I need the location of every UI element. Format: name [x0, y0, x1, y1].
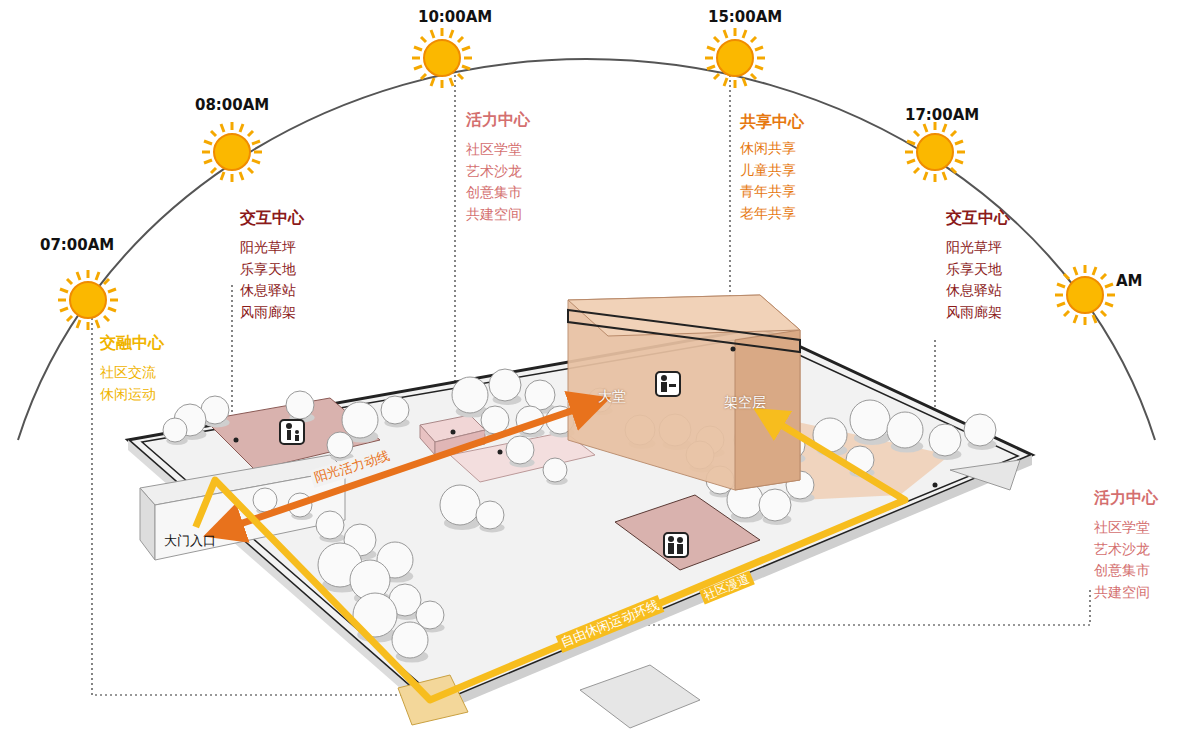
tree: [543, 458, 567, 482]
tree: [759, 489, 791, 521]
tree: [506, 436, 534, 464]
zone-heading: 交互中心: [946, 208, 1010, 228]
zone-list: 社区学堂 艺术沙龙 创意集市 共建空间: [1094, 517, 1158, 604]
tree: [964, 414, 996, 446]
zone-heading: 交融中心: [100, 333, 164, 353]
building-part: 大堂: [594, 386, 630, 408]
tree: [381, 396, 409, 424]
tree: [887, 412, 923, 448]
zone-list: 休闲共享 儿童共享 青年共享 老年共享: [740, 138, 804, 225]
time-label: 17:00AM: [905, 106, 979, 125]
zone-heading: 活力中心: [466, 110, 530, 130]
node-text: 大堂: [598, 388, 626, 406]
tree: [489, 369, 521, 401]
tree: [253, 488, 277, 512]
tree: [342, 402, 378, 438]
tree: [286, 391, 314, 419]
time-label: 07:00AM: [40, 236, 114, 255]
time-label: AM: [1116, 272, 1143, 291]
tree: [316, 511, 344, 539]
entrance-block: 大门入口: [160, 530, 220, 552]
tree: [163, 418, 187, 442]
time-label: 10:00AM: [418, 8, 492, 27]
tree: [392, 622, 428, 658]
route-arrow: [223, 404, 591, 530]
tree: [850, 400, 890, 440]
zone-heading: 交互中心: [240, 208, 304, 228]
tree: [476, 501, 504, 529]
tree: [481, 406, 509, 434]
person-icon: [280, 372, 688, 557]
node-text: 架空层: [724, 394, 766, 412]
building-part: 架空层: [720, 392, 770, 414]
tree: [525, 380, 555, 410]
zone-list: 阳光草坪 乐享天地 休息驿站 风雨廊架: [946, 237, 1010, 324]
zone-heading: 共享中心: [740, 112, 804, 132]
zone-heading: 活力中心: [1094, 488, 1158, 508]
tree: [440, 485, 480, 525]
route-arrow: [196, 417, 905, 700]
zone-list: 社区交流 休闲运动: [100, 362, 164, 405]
tree: [327, 432, 353, 458]
zone-list: 阳光草坪 乐享天地 休息驿站 风雨廊架: [240, 237, 304, 324]
time-label: 08:00AM: [195, 96, 269, 115]
building: [568, 295, 800, 490]
tree: [452, 377, 488, 413]
node-text: 大门入口: [164, 532, 216, 550]
tree: [929, 424, 961, 456]
time-label: 15:00AM: [708, 8, 782, 27]
zone-list: 社区学堂 艺术沙龙 创意集市 共建空间: [466, 139, 530, 226]
